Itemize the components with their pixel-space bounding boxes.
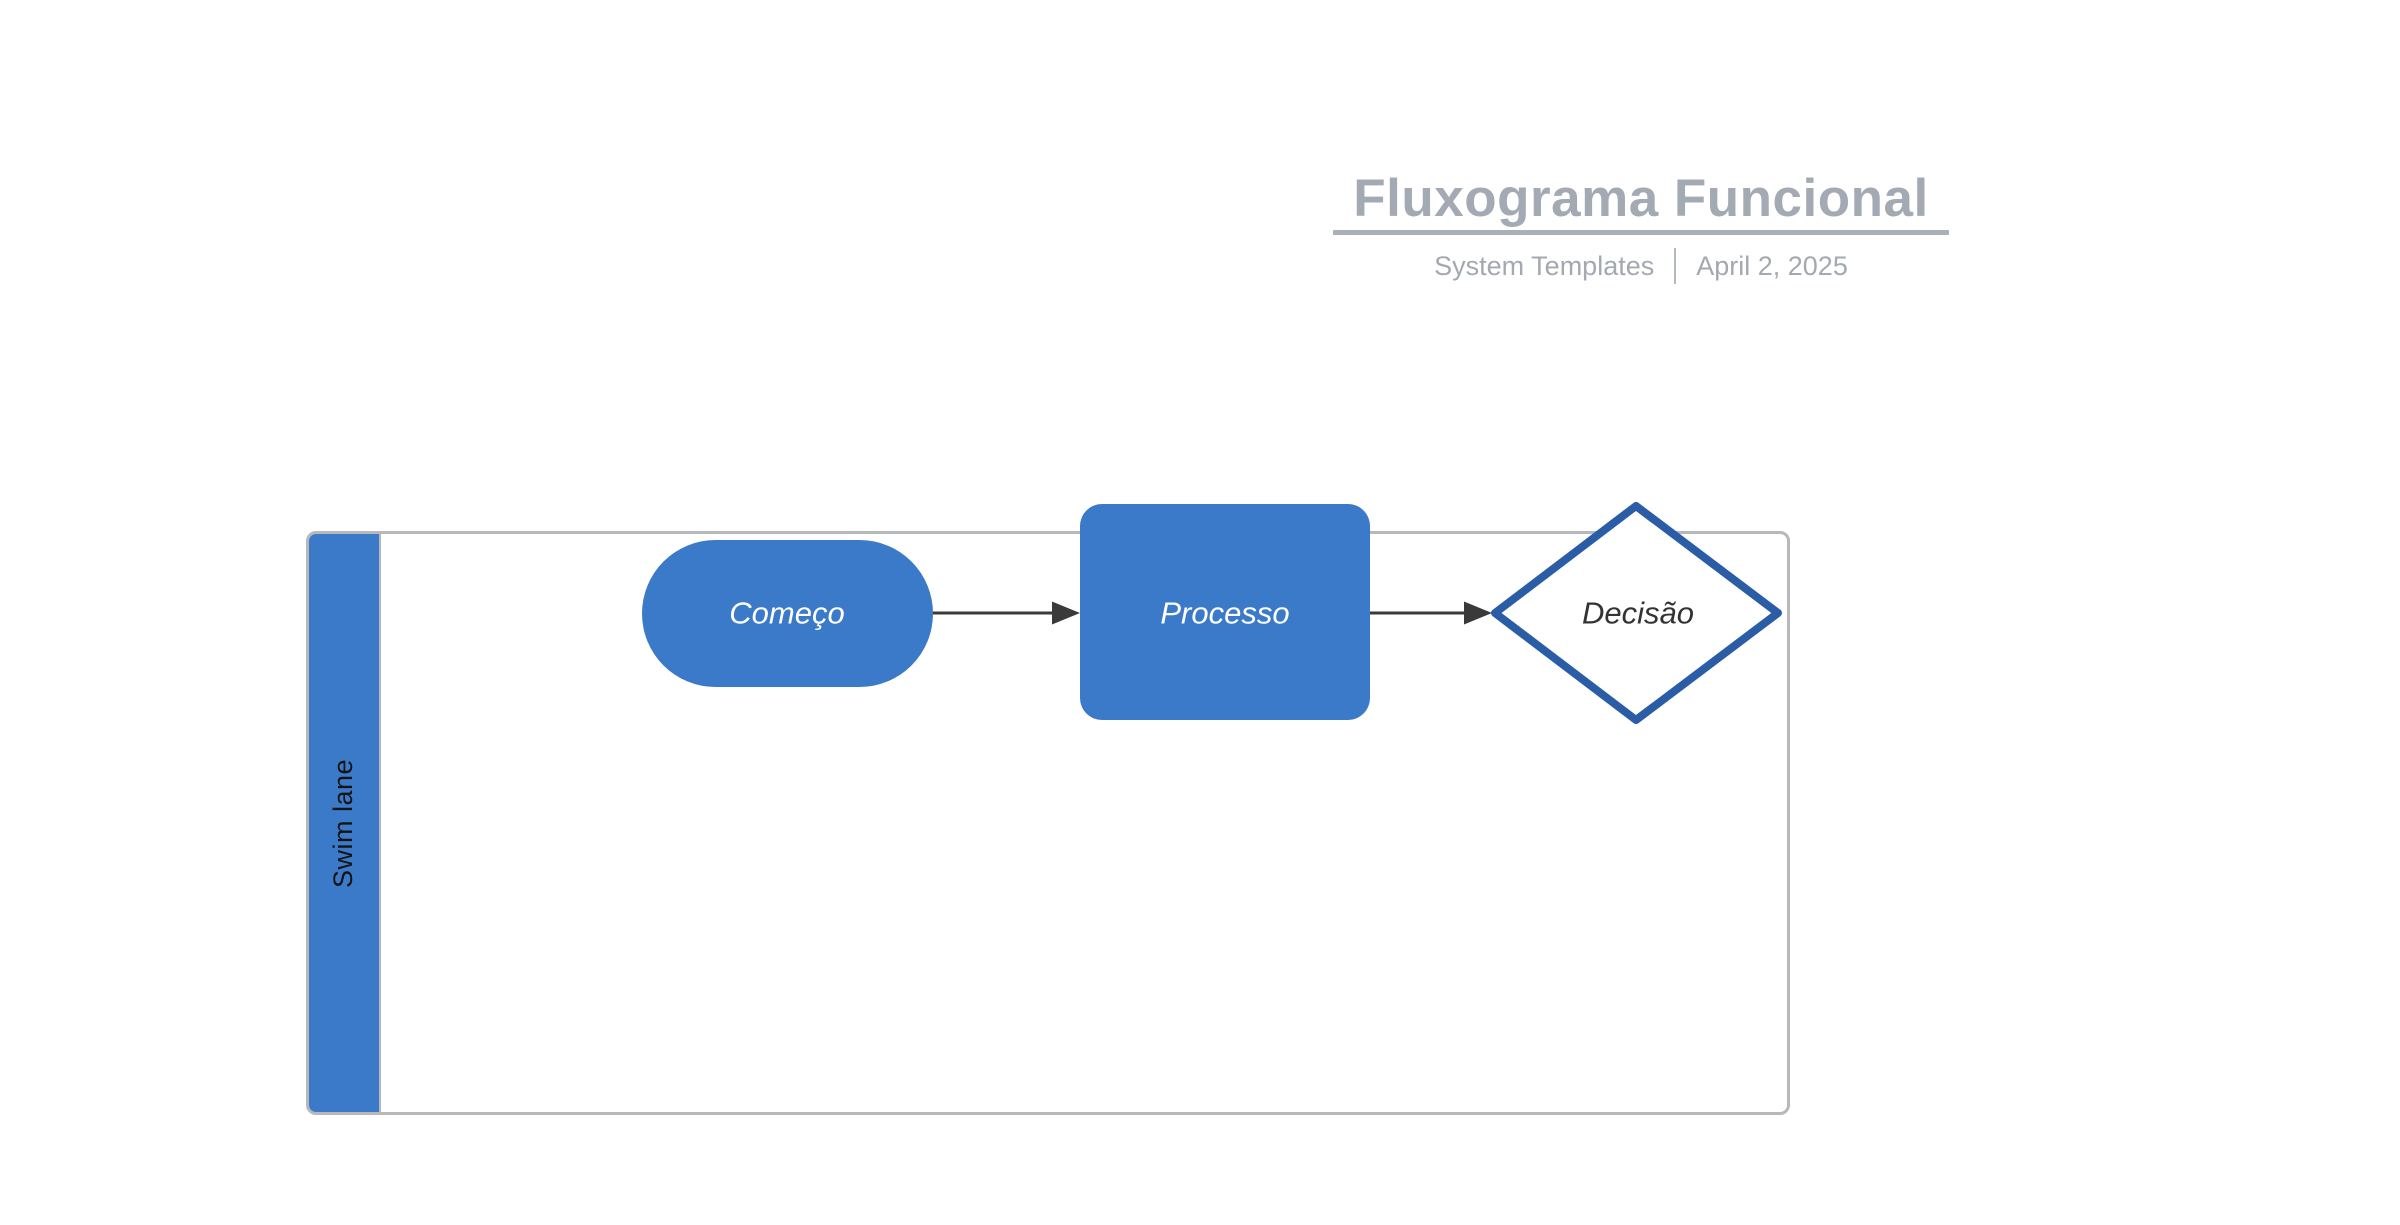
header: Fluxograma Funcional System Templates Ap… <box>1233 169 2049 284</box>
page-title: Fluxograma Funcional <box>1353 169 1929 228</box>
node-decision[interactable]: Decisão <box>1491 502 1782 724</box>
connector-process-decision[interactable] <box>1370 601 1492 625</box>
node-process-label: Processo <box>1160 596 1289 631</box>
subtitle-separator <box>1674 248 1677 284</box>
node-start[interactable]: Começo <box>642 540 933 687</box>
subtitle-date: April 2, 2025 <box>1696 250 1848 281</box>
arrowhead-icon <box>1464 601 1492 625</box>
node-decision-label: Decisão <box>1582 596 1694 631</box>
connector-start-process[interactable] <box>933 601 1080 625</box>
swim-lane-header-bar[interactable]: Swim lane <box>309 534 381 1112</box>
subtitle-source: System Templates <box>1434 250 1655 281</box>
title-underline <box>1333 230 1949 235</box>
node-start-label: Começo <box>729 596 844 631</box>
subtitle: System Templates April 2, 2025 <box>1233 248 2049 284</box>
arrowhead-icon <box>1052 601 1080 625</box>
node-process[interactable]: Processo <box>1080 504 1370 720</box>
